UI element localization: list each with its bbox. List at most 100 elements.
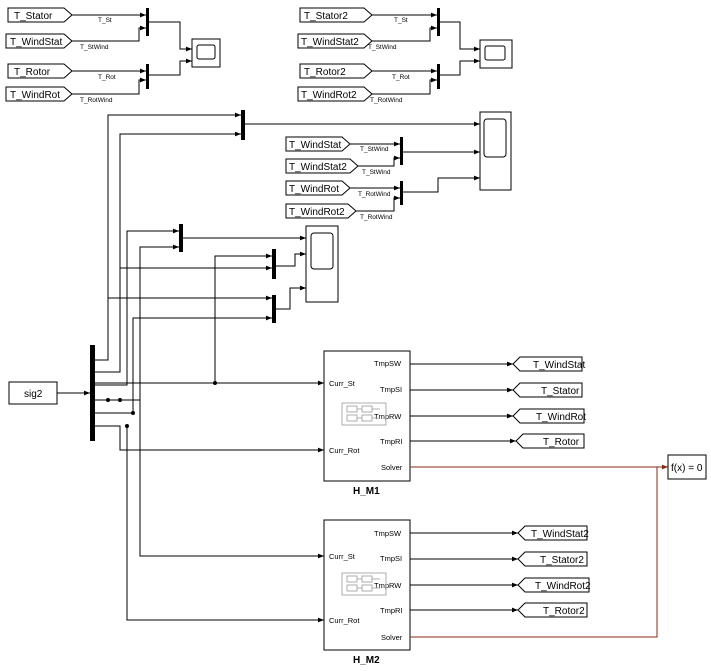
from-tag-label: T_Stator (14, 11, 53, 22)
mux-bar[interactable] (437, 8, 440, 36)
out-port-label: TmpRI (380, 437, 403, 446)
in-port-label: Curr_Rot (329, 616, 360, 625)
out-port-label: TmpRW (374, 412, 402, 421)
goto-tag-t-rotor2[interactable]: T_Rotor2 (517, 602, 588, 618)
scope-block[interactable] (191, 38, 221, 68)
goto-tag-t-windrot2[interactable]: T_WindRot2 (517, 577, 591, 593)
goto-tag-t-stator2[interactable]: T_Stator2 (517, 551, 588, 567)
mux-bar[interactable] (272, 295, 276, 323)
goto-tag-t-windstat[interactable]: T_WindStat (512, 356, 585, 372)
mux-bar[interactable] (146, 8, 149, 36)
wires-demux-fanout (95, 112, 324, 623)
from-tag-label: T_Stator2 (304, 11, 348, 22)
signal-label: T_St (98, 17, 112, 24)
demux-bar[interactable] (90, 345, 95, 441)
input-label: sig2 (24, 389, 43, 400)
signal-label: T_RotWind (80, 97, 113, 104)
signal-label: T_StWind (80, 44, 109, 51)
from-tag-t-windrot2-b[interactable]: T_WindRot2 (285, 203, 357, 219)
from-tag-t-stator[interactable]: T_Stator (7, 7, 73, 23)
goto-tag-t-stator[interactable]: T_Stator (512, 382, 583, 398)
from-tag-label: T_WindRot2 (289, 207, 345, 218)
signal-label: T_RotWind (358, 191, 391, 198)
subsystem-name: H_M1 (353, 486, 380, 497)
in-port-label: Curr_Rot (329, 446, 360, 455)
out-port-label: TmpSW (374, 529, 402, 538)
from-tag-label: T_WindRot (289, 184, 339, 195)
goto-tag-label: T_Rotor (543, 437, 580, 448)
from-tag-t-windstat2[interactable]: T_WindStat2 (297, 33, 373, 49)
goto-tag-label: T_WindRot2 (535, 581, 591, 592)
out-port-label: TmpRW (374, 581, 402, 590)
goto-tag-label: T_WindStat2 (531, 529, 589, 540)
goto-tag-label: T_WindStat (533, 360, 585, 371)
mux-bar[interactable] (437, 64, 440, 89)
signal-label: T_RotWind (370, 97, 403, 104)
mux-bar[interactable] (146, 64, 149, 89)
out-port-label: TmpSW (374, 359, 402, 368)
subsystem-icon (341, 402, 387, 426)
from-tag-t-windrot[interactable]: T_WindRot (5, 86, 73, 102)
from-tag-label: T_Rotor (14, 67, 51, 78)
mux-bar[interactable] (241, 110, 245, 140)
from-tag-t-windrot-b[interactable]: T_WindRot (285, 180, 351, 196)
goto-tag-t-rotor[interactable]: T_Rotor (515, 433, 585, 449)
from-tag-t-stator2[interactable]: T_Stator2 (299, 7, 373, 23)
goto-tag-t-windrot[interactable]: T_WindRot (512, 408, 586, 424)
goto-tag-label: T_Stator (541, 386, 580, 397)
solver-configuration-block[interactable]: f(x) = 0 (667, 454, 707, 480)
out-port-label: TmpRI (380, 606, 403, 615)
from-tag-label: T_WindStat (10, 37, 62, 48)
out-port-label: Solver (381, 633, 403, 642)
signal-label: T_Rot (98, 74, 116, 81)
mux-bar[interactable] (400, 137, 403, 165)
from-tag-label: T_WindStat2 (289, 162, 347, 173)
wires-lower-scope (183, 235, 306, 310)
subsystem-icon (341, 572, 387, 596)
in-port-label: Curr_St (329, 379, 356, 388)
junction-dots (106, 381, 217, 428)
mux-bar[interactable] (400, 181, 403, 205)
from-tag-t-windrot2[interactable]: T_WindRot2 (297, 86, 373, 102)
scope-block[interactable] (305, 225, 339, 303)
signal-label: T_StWind (368, 44, 397, 51)
goto-tag-label: T_Rotor2 (543, 606, 585, 617)
scope-block[interactable] (479, 39, 513, 69)
wires-middle-scope (245, 121, 480, 212)
signal-label: T_StWind (360, 146, 389, 153)
mux-bar[interactable] (179, 224, 183, 252)
input-sig2[interactable]: sig2 (8, 381, 58, 405)
solver-label: f(x) = 0 (671, 463, 703, 474)
wires-h-m1-outputs (410, 361, 668, 470)
goto-tag-t-windstat2[interactable]: T_WindStat2 (517, 525, 589, 541)
from-tag-label: T_WindRot (10, 90, 60, 101)
goto-tag-label: T_WindRot (536, 412, 586, 423)
subsystem-name: H_M2 (353, 655, 380, 666)
wires-top-right (372, 12, 480, 95)
from-tag-t-windstat[interactable]: T_WindStat (5, 33, 73, 49)
from-tag-label: T_WindStat (289, 140, 341, 151)
signal-label: T_StWind (362, 169, 391, 176)
from-tag-label: T_WindRot2 (301, 90, 357, 101)
out-port-label: TmpSI (380, 554, 402, 563)
from-tag-t-windstat-b[interactable]: T_WindStat (285, 136, 351, 152)
in-port-label: Curr_St (329, 552, 356, 561)
wires-top-left (72, 12, 192, 95)
from-tag-t-rotor2[interactable]: T_Rotor2 (299, 63, 373, 79)
signal-label: T_RotWind (360, 214, 393, 221)
from-tag-t-rotor[interactable]: T_Rotor (7, 63, 73, 79)
from-tag-label: T_Rotor2 (304, 67, 346, 78)
signal-label: T_St (394, 17, 408, 24)
wires-h-m2-outputs (410, 467, 658, 638)
scope-block[interactable] (479, 111, 512, 191)
subsystem-h-m2[interactable]: Curr_St Curr_Rot TmpSW TmpSI TmpRW TmpRI… (323, 519, 411, 651)
mux-bar[interactable] (272, 249, 276, 279)
goto-tag-label: T_Stator2 (540, 555, 584, 566)
from-tag-t-windstat2-b[interactable]: T_WindStat2 (285, 158, 359, 174)
from-tag-label: T_WindStat2 (301, 37, 359, 48)
out-port-label: Solver (381, 463, 403, 472)
out-port-label: TmpSI (380, 385, 402, 394)
signal-label: T_Rot (392, 74, 410, 81)
subsystem-h-m1[interactable]: Curr_St Curr_Rot TmpSW TmpSI TmpRW TmpRI… (323, 350, 411, 482)
